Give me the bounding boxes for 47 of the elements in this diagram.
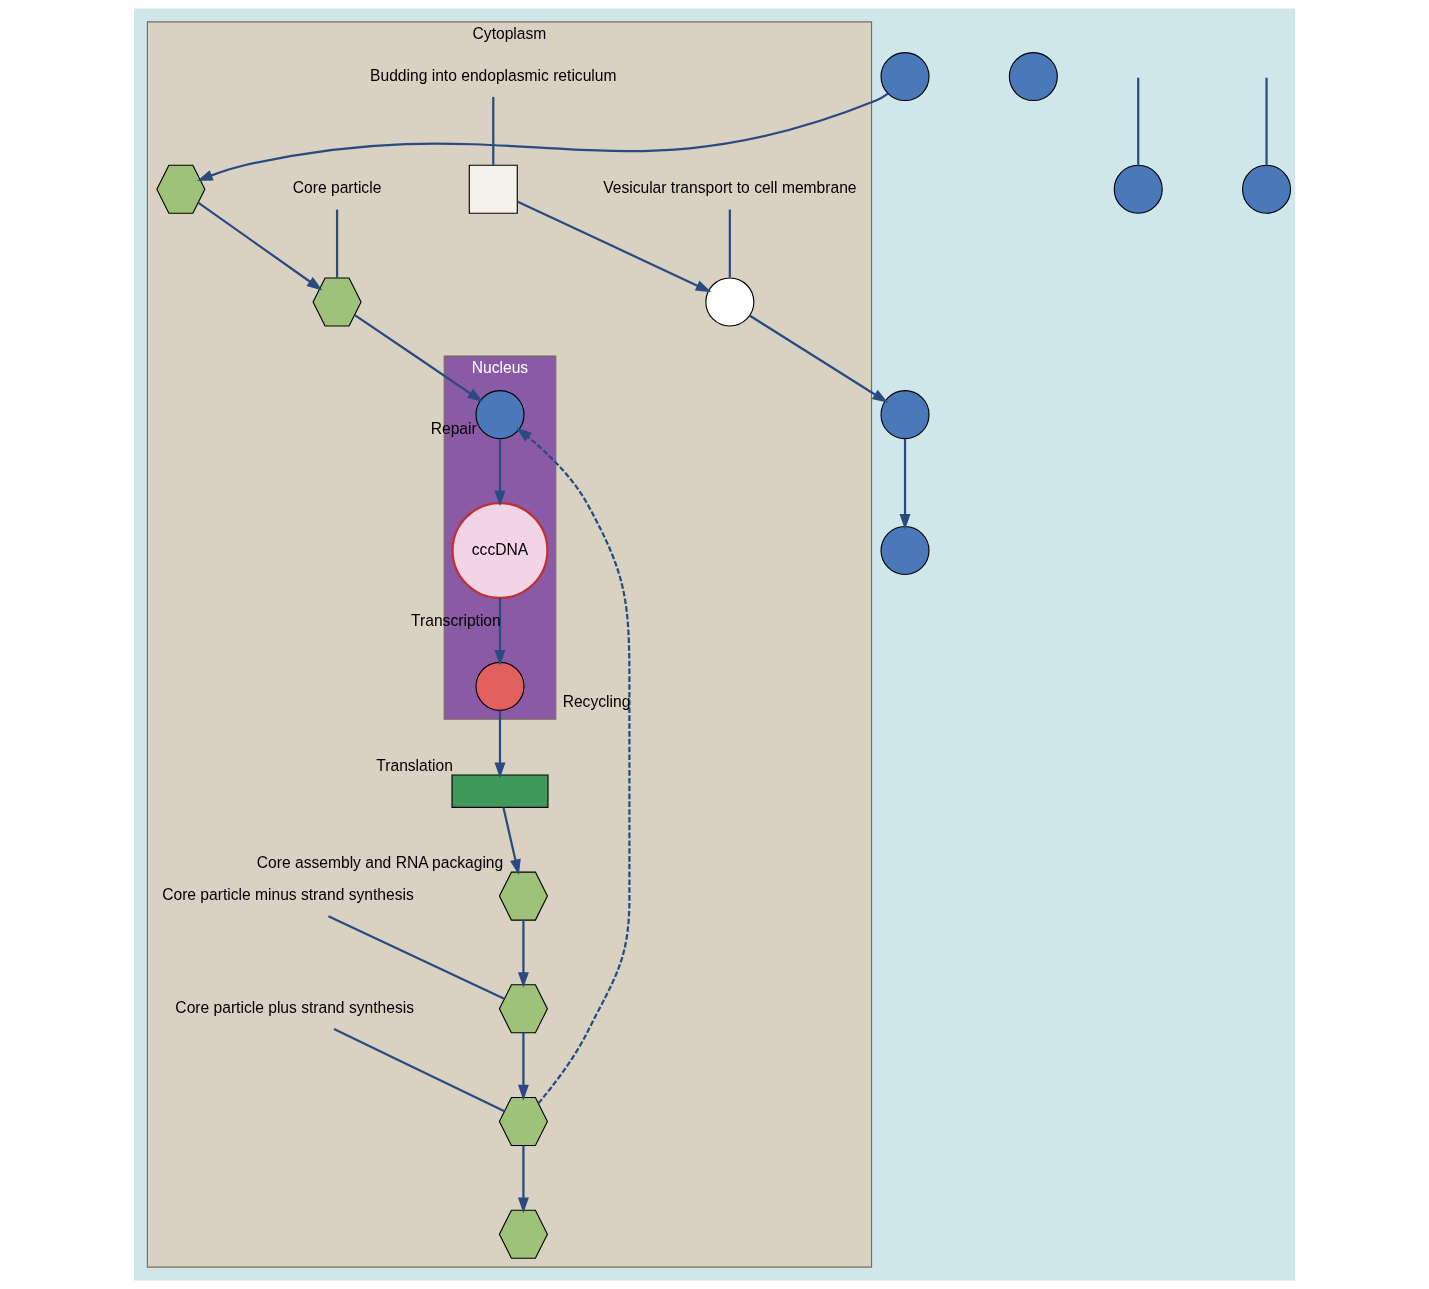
node-text: Core particle plus strand synthesis: [175, 998, 414, 1016]
arrow: [517, 920, 529, 988]
node-text: Budding into endoplasmic reticulum: [370, 66, 617, 84]
node-circle: [880, 525, 930, 576]
arrow: [516, 427, 631, 1105]
arrow: [494, 597, 506, 666]
arrow: [197, 201, 323, 291]
arrow: [517, 200, 712, 293]
node-circle: [705, 277, 755, 327]
node-circle: [475, 661, 525, 711]
node-circle: [880, 52, 930, 102]
connector: [492, 96, 495, 165]
node-hexagon: [498, 1209, 549, 1259]
connector: [333, 1027, 505, 1113]
node-circle: [475, 390, 525, 440]
node-text: Vesicular transport to cell membrane: [603, 179, 857, 197]
node-hexagon: [498, 984, 549, 1034]
arrow: [899, 438, 911, 530]
arrow: [494, 438, 506, 507]
node-circle: [1242, 164, 1292, 214]
arrow: [354, 314, 484, 403]
node-box: [468, 164, 518, 214]
node-hexagon: [156, 164, 206, 214]
edge-label: Recycling: [562, 693, 631, 711]
node-bar: [451, 774, 549, 808]
arrow: [502, 807, 521, 876]
node-hexagon: [312, 277, 362, 327]
connector: [1265, 77, 1268, 165]
node-circle: [880, 390, 930, 440]
node-label: Core assembly and RNA packaging: [256, 853, 504, 871]
arrow: [749, 314, 888, 403]
connector: [335, 209, 339, 278]
connector: [327, 915, 505, 1000]
node-hexagon: [498, 871, 549, 921]
node-hexagon: [498, 1096, 549, 1147]
node-text: Core particle minus strand synthesis: [162, 886, 414, 904]
arrow: [517, 1145, 529, 1214]
node-text: Core particle: [292, 179, 382, 197]
connector: [728, 209, 731, 278]
arrow: [494, 710, 506, 779]
arrow: [197, 92, 889, 181]
node-circle: cccDNA: [451, 501, 549, 599]
node-label: Translation: [376, 756, 453, 774]
node-circle: [1113, 164, 1163, 214]
arrow: [517, 1032, 529, 1101]
connector: [1137, 77, 1140, 165]
node-circle: [1008, 52, 1058, 102]
